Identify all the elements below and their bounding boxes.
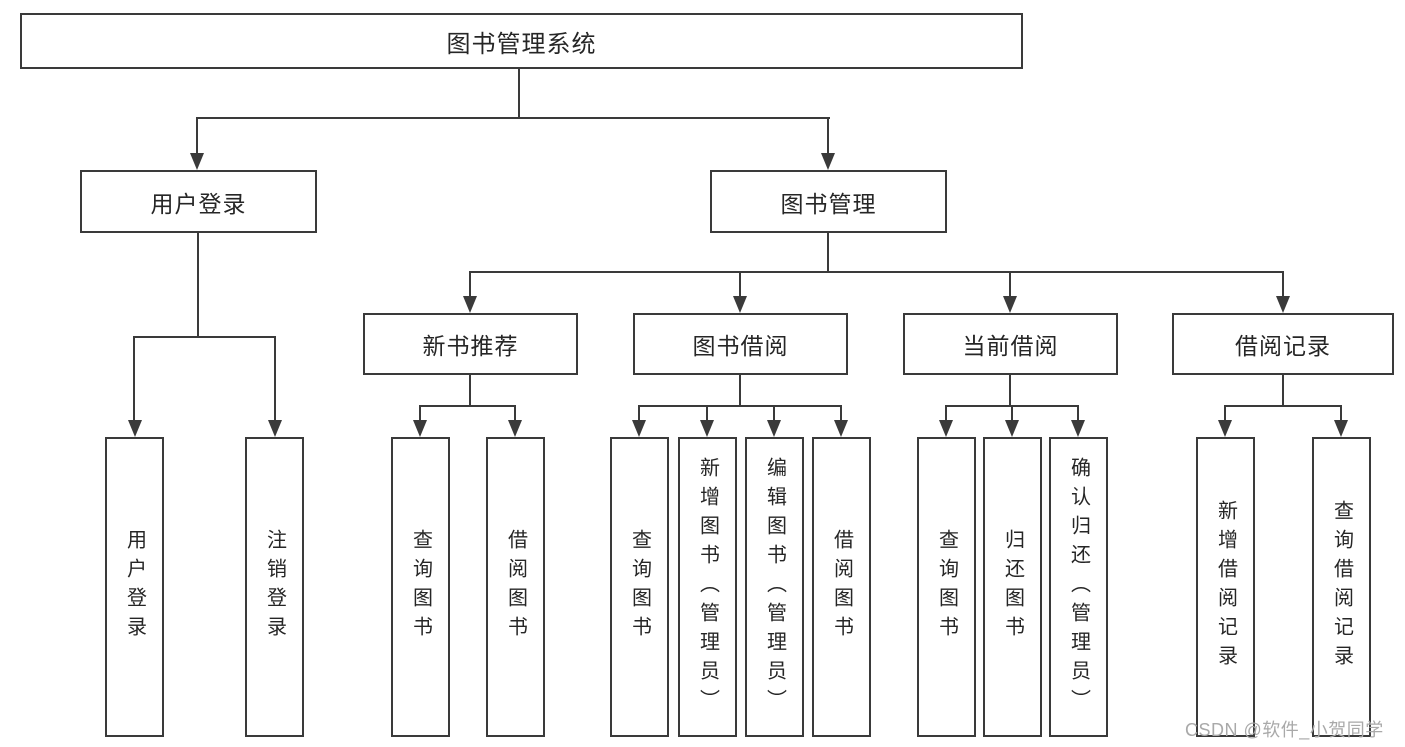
leaf-current-return-books-label: 归还图书	[1001, 529, 1024, 645]
leaf-borrow-borrow-books-label: 借阅图书	[830, 529, 853, 645]
connector-vline	[1009, 271, 1011, 297]
node-current-borrowing: 当前借阅	[903, 313, 1118, 375]
node-book-borrowing: 图书借阅	[633, 313, 848, 375]
node-new-book-recommendation-label: 新书推荐	[422, 333, 519, 359]
connector-vline	[945, 405, 947, 421]
connector-vline	[739, 271, 741, 297]
node-library-system: 图书管理系统	[20, 13, 1023, 69]
leaf-borrow-query-books: 查询图书	[610, 437, 669, 737]
leaf-logout-label: 注销登录	[263, 529, 286, 645]
arrowhead-icon	[700, 420, 714, 437]
connector-vline	[827, 117, 829, 153]
connector-vline	[1011, 405, 1013, 421]
connector-vline	[419, 405, 421, 421]
connector-vline	[1340, 405, 1342, 421]
connector-hline	[196, 117, 830, 119]
arrowhead-icon	[939, 420, 953, 437]
arrowhead-icon	[1071, 420, 1085, 437]
leaf-current-confirm-return-admin: 确认归还（管理员）	[1049, 437, 1108, 737]
leaf-records-query-record-label: 查询借阅记录	[1330, 500, 1353, 674]
arrowhead-icon	[1334, 420, 1348, 437]
watermark-text: CSDN @软件_小贺同学	[1185, 720, 1384, 740]
connector-vline	[840, 405, 842, 421]
arrowhead-icon	[834, 420, 848, 437]
connector-vline	[518, 69, 520, 118]
node-new-book-recommendation: 新书推荐	[363, 313, 578, 375]
leaf-logout: 注销登录	[245, 437, 304, 737]
arrowhead-icon	[128, 420, 142, 437]
leaf-user-login-label: 用户登录	[123, 529, 146, 645]
connector-hline	[638, 405, 842, 407]
connector-vline	[773, 405, 775, 421]
connector-vline	[1009, 375, 1011, 406]
arrowhead-icon	[632, 420, 646, 437]
leaf-records-add-record: 新增借阅记录	[1196, 437, 1255, 737]
leaf-recommend-query-books-label: 查询图书	[409, 529, 432, 645]
leaf-borrow-borrow-books: 借阅图书	[812, 437, 871, 737]
leaf-records-add-record-label: 新增借阅记录	[1214, 500, 1237, 674]
leaf-recommend-query-books: 查询图书	[391, 437, 450, 737]
arrowhead-icon	[413, 420, 427, 437]
leaf-recommend-borrow-books: 借阅图书	[486, 437, 545, 737]
connector-vline	[274, 336, 276, 421]
leaf-recommend-borrow-books-label: 借阅图书	[504, 529, 527, 645]
connector-vline	[197, 233, 199, 337]
arrowhead-icon	[1276, 296, 1290, 313]
leaf-borrow-add-books-admin-label: 新增图书（管理员）	[696, 456, 719, 718]
node-user-login: 用户登录	[80, 170, 317, 233]
arrowhead-icon	[268, 420, 282, 437]
node-book-management: 图书管理	[710, 170, 947, 233]
leaf-borrow-edit-books-admin: 编辑图书（管理员）	[745, 437, 804, 737]
leaf-current-query-books-label: 查询图书	[935, 529, 958, 645]
arrowhead-icon	[821, 153, 835, 170]
connector-vline	[739, 375, 741, 406]
connector-vline	[1224, 405, 1226, 421]
connector-vline	[827, 233, 829, 272]
connector-vline	[638, 405, 640, 421]
node-book-management-label: 图书管理	[780, 190, 877, 217]
arrowhead-icon	[733, 296, 747, 313]
connector-hline	[469, 271, 1283, 273]
connector-vline	[469, 375, 471, 406]
connector-hline	[1224, 405, 1342, 407]
arrowhead-icon	[508, 420, 522, 437]
leaf-current-query-books: 查询图书	[917, 437, 976, 737]
node-borrowing-records: 借阅记录	[1172, 313, 1394, 375]
connector-vline	[469, 271, 471, 297]
arrowhead-icon	[1218, 420, 1232, 437]
arrowhead-icon	[767, 420, 781, 437]
leaf-current-return-books: 归还图书	[983, 437, 1042, 737]
connector-vline	[1077, 405, 1079, 421]
arrowhead-icon	[1003, 296, 1017, 313]
node-user-login-label: 用户登录	[150, 190, 247, 217]
connector-vline	[133, 336, 135, 421]
connector-vline	[706, 405, 708, 421]
node-book-borrowing-label: 图书借阅	[692, 333, 789, 359]
connector-hline	[419, 405, 516, 407]
leaf-records-query-record: 查询借阅记录	[1312, 437, 1371, 737]
leaf-user-login: 用户登录	[105, 437, 164, 737]
connector-hline	[133, 336, 276, 338]
connector-vline	[514, 405, 516, 421]
connector-vline	[196, 117, 198, 153]
arrowhead-icon	[1005, 420, 1019, 437]
node-borrowing-records-label: 借阅记录	[1235, 333, 1331, 359]
leaf-borrow-edit-books-admin-label: 编辑图书（管理员）	[763, 456, 786, 718]
connector-vline	[1282, 375, 1284, 406]
leaf-borrow-add-books-admin: 新增图书（管理员）	[678, 437, 737, 737]
node-current-borrowing-label: 当前借阅	[962, 333, 1059, 359]
arrowhead-icon	[463, 296, 477, 313]
arrowhead-icon	[190, 153, 204, 170]
leaf-current-confirm-return-admin-label: 确认归还（管理员）	[1067, 456, 1090, 718]
leaf-borrow-query-books-label: 查询图书	[628, 529, 651, 645]
node-library-system-label: 图书管理系统	[446, 30, 597, 58]
connector-vline	[1282, 271, 1284, 297]
